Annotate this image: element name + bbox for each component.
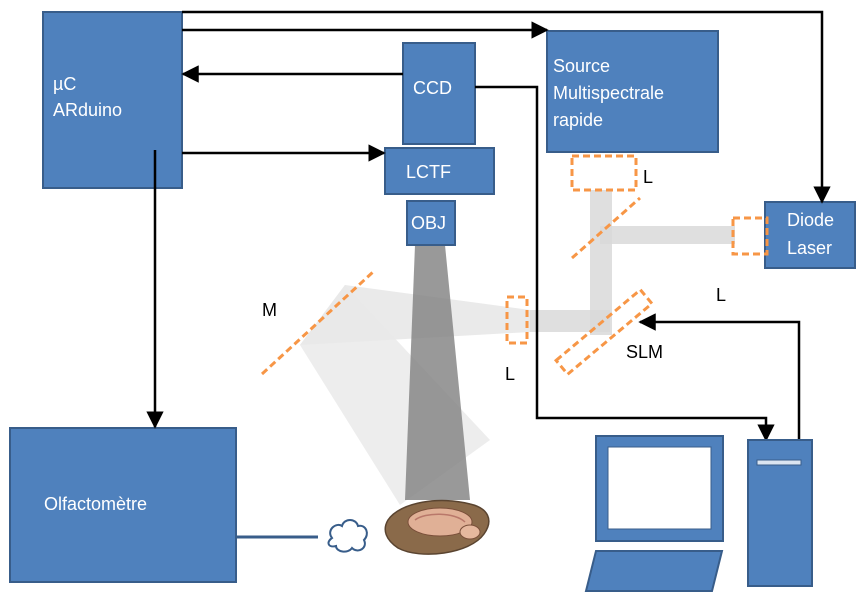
arrow-ccd-computer: [475, 85, 775, 442]
arrow-computer-slm: [638, 313, 801, 440]
label-lens-diode: L: [716, 285, 726, 305]
label-lens-slm: L: [505, 364, 515, 384]
source-box[interactable]: Source Multispectrale rapide: [546, 30, 719, 153]
dichroic-mirror: [571, 196, 641, 260]
obj-label: OBJ: [411, 213, 446, 233]
arrow-arduino-diode: [182, 10, 831, 204]
lctf-label: LCTF: [406, 162, 451, 182]
beam-diode-horizontal: [600, 226, 735, 244]
lens-source: [570, 154, 638, 192]
mirror-m: [260, 270, 375, 376]
obj-box[interactable]: OBJ: [406, 200, 456, 246]
label-lens-source: L: [643, 167, 653, 187]
label-mirror: M: [262, 300, 277, 320]
ccd-box[interactable]: CCD: [402, 42, 476, 145]
lctf-box[interactable]: LCTF: [384, 147, 495, 195]
computer-tower-icon[interactable]: [747, 439, 813, 587]
lens-diode: [731, 216, 769, 256]
source-label-2: Multispectrale: [553, 83, 664, 103]
label-slm: SLM: [626, 342, 663, 362]
diode-laser-box[interactable]: Diode Laser: [764, 201, 856, 269]
olfactometre-label: Olfactomètre: [44, 494, 147, 514]
ccd-label: CCD: [413, 78, 452, 98]
beams: [300, 190, 735, 505]
source-label-1: Source: [553, 56, 610, 76]
odor-cloud-icon: [327, 519, 368, 553]
beam-slm-horizontal: [530, 310, 610, 332]
source-label-3: rapide: [553, 110, 603, 130]
beam-objective-cone: [405, 245, 470, 500]
optics: [260, 154, 769, 377]
diode-label-2: Laser: [787, 238, 832, 258]
diode-label-1: Diode: [787, 210, 834, 230]
arduino-label-1: µC: [53, 74, 76, 94]
arduino-label-2: ARduino: [53, 100, 122, 120]
mouse-brain-icon: [384, 499, 490, 555]
arduino-box[interactable]: µC ARduino: [42, 11, 183, 189]
keyboard-icon[interactable]: [584, 550, 724, 592]
computer-monitor-icon[interactable]: [595, 435, 724, 542]
connections: [146, 10, 831, 539]
olfactometre-box[interactable]: Olfactomètre: [9, 427, 237, 583]
